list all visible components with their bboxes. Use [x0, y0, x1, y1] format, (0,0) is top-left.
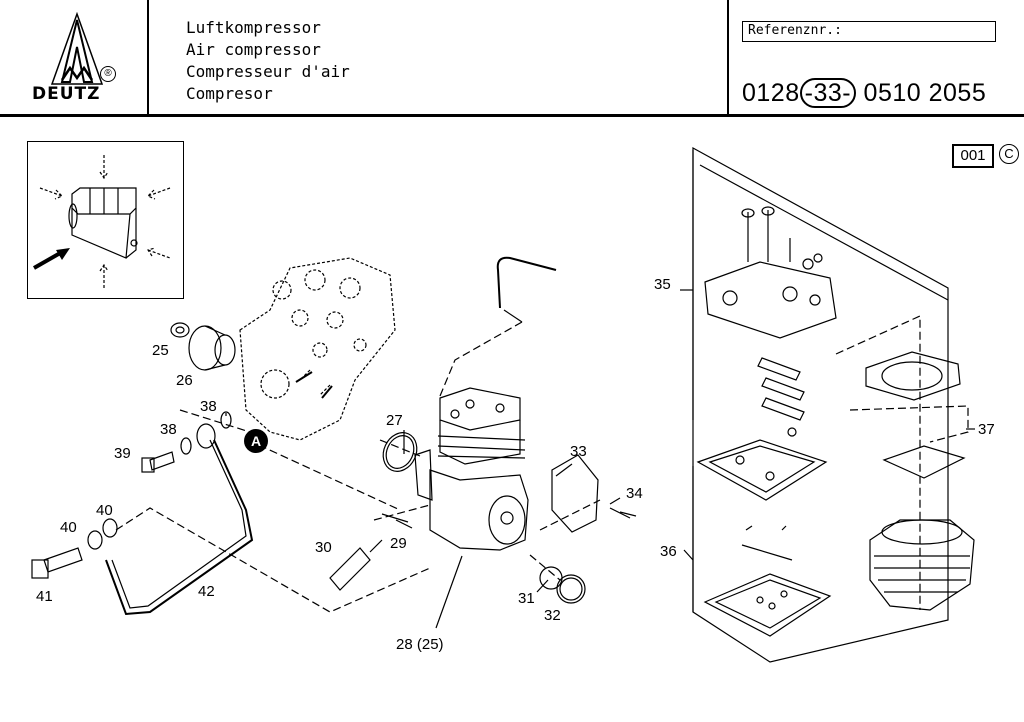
ref-group: -33- [799, 78, 857, 108]
sealant-tube-icon [329, 539, 383, 591]
title-en: Air compressor [186, 40, 321, 59]
header-rule [0, 114, 1024, 117]
assembly-lines-right [835, 315, 969, 610]
callout-42: 42 [198, 583, 215, 600]
engine-housing-outline [239, 257, 396, 441]
title-de: Luftkompressor [186, 18, 321, 37]
airflow-arrows-icon [39, 155, 171, 288]
seal-ring-icon [382, 432, 418, 472]
flow-direction-arrow [33, 250, 63, 270]
divider [727, 0, 729, 114]
compressor-body-icon [414, 387, 529, 551]
orientation-inset [27, 141, 184, 299]
callout-40a: 40 [96, 502, 113, 519]
callout-29: 29 [390, 535, 407, 552]
callout-37: 37 [978, 421, 995, 438]
callout-30: 30 [315, 539, 332, 556]
brand-name: DEUTZ [32, 84, 101, 104]
gasket-icon [696, 439, 828, 501]
leader-lines [225, 289, 975, 629]
deutz-logo [50, 12, 104, 85]
callout-26: 26 [176, 372, 193, 389]
callout-35: 35 [654, 276, 671, 293]
cylinder-head-icon [704, 206, 837, 339]
exploded-frame [692, 146, 949, 663]
callout-36: 36 [660, 543, 677, 560]
reference-number: 0128-33- 0510 2055 [742, 78, 986, 108]
detail-marker-a: A [244, 429, 268, 453]
callout-28: 28 (25) [396, 636, 444, 653]
valve-plates-icon [757, 357, 805, 437]
fittings-icon [31, 411, 232, 579]
callout-27: 27 [386, 412, 403, 429]
divider [147, 0, 149, 114]
assembly-lines [115, 409, 601, 613]
callout-31: 31 [518, 590, 535, 607]
title-block: ® DEUTZ Luftkompressor Air compressor Co… [0, 0, 1024, 116]
drive-gear-icon [170, 322, 236, 371]
callout-40b: 40 [60, 519, 77, 536]
copyright-mark: C [999, 144, 1019, 164]
callout-33: 33 [570, 443, 587, 460]
cover-plate-icon [551, 454, 599, 533]
ref-suffix: 0510 2055 [863, 79, 987, 107]
ref-prefix: 0128 [742, 79, 800, 107]
reference-field: Referenznr.: [742, 21, 996, 42]
valve-plate-icon [703, 525, 832, 637]
title-es: Compresor [186, 84, 273, 103]
callout-38b: 38 [160, 421, 177, 438]
registered-mark: ® [100, 66, 116, 82]
sheet-number: 001 [952, 144, 994, 168]
callout-34: 34 [626, 485, 643, 502]
callout-32: 32 [544, 607, 561, 624]
callout-41: 41 [36, 588, 53, 605]
callout-38a: 38 [200, 398, 217, 415]
callout-39: 39 [114, 445, 131, 462]
engine-block-icon [68, 187, 138, 259]
oil-line-icon [105, 439, 254, 616]
callout-25: 25 [152, 342, 169, 359]
air-pipe-icon [496, 256, 557, 309]
cylinder-icon [865, 351, 975, 611]
title-fr: Compresseur d'air [186, 62, 350, 81]
